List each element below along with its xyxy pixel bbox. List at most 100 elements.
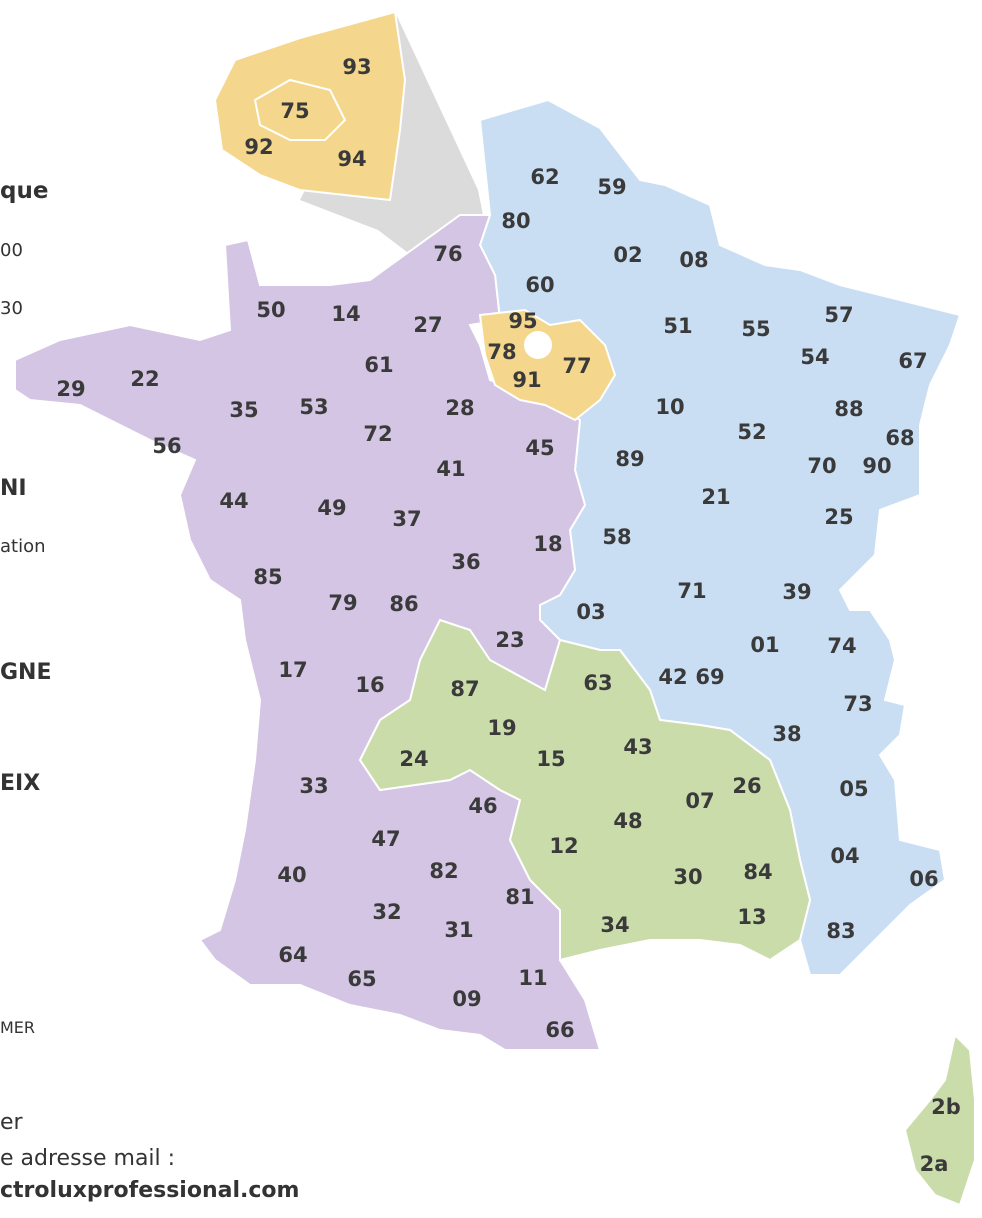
- dept-label[interactable]: 69: [695, 665, 724, 689]
- dept-label[interactable]: 63: [583, 671, 612, 695]
- dept-label[interactable]: 22: [130, 367, 159, 391]
- dept-label[interactable]: 51: [663, 314, 692, 338]
- dept-label[interactable]: 19: [487, 716, 516, 740]
- dept-label[interactable]: 08: [679, 248, 708, 272]
- dept-label[interactable]: 26: [732, 774, 761, 798]
- dept-label[interactable]: 49: [317, 496, 346, 520]
- dept-label[interactable]: 34: [600, 913, 629, 937]
- dept-label[interactable]: 64: [278, 943, 307, 967]
- dept-label[interactable]: 82: [429, 859, 458, 883]
- dept-label[interactable]: 94: [337, 147, 366, 171]
- dept-label[interactable]: 41: [436, 457, 465, 481]
- dept-label[interactable]: 11: [518, 966, 547, 990]
- dept-label[interactable]: 66: [545, 1018, 574, 1042]
- dept-label[interactable]: 50: [256, 298, 285, 322]
- dept-label[interactable]: 29: [56, 377, 85, 401]
- dept-label[interactable]: 25: [824, 505, 853, 529]
- dept-label[interactable]: 60: [525, 273, 554, 297]
- dept-label[interactable]: 68: [885, 426, 914, 450]
- dept-label[interactable]: 23: [495, 628, 524, 652]
- dept-label[interactable]: 85: [253, 565, 282, 589]
- region-south-central: [358, 618, 812, 962]
- dept-label[interactable]: 79: [328, 591, 357, 615]
- dept-label[interactable]: 71: [677, 579, 706, 603]
- dept-label[interactable]: 45: [525, 436, 554, 460]
- dept-label[interactable]: 12: [549, 834, 578, 858]
- dept-label[interactable]: 87: [450, 677, 479, 701]
- dept-label[interactable]: 28: [445, 396, 474, 420]
- dept-label[interactable]: 53: [299, 395, 328, 419]
- dept-label[interactable]: 33: [299, 774, 328, 798]
- dept-label[interactable]: 62: [530, 165, 559, 189]
- dept-label[interactable]: 32: [372, 900, 401, 924]
- dept-label[interactable]: 59: [597, 175, 626, 199]
- dept-label[interactable]: 57: [824, 303, 853, 327]
- dept-label[interactable]: 74: [827, 634, 856, 658]
- dept-label[interactable]: 65: [347, 967, 376, 991]
- dept-label[interactable]: 05: [839, 777, 868, 801]
- dept-label[interactable]: 73: [843, 692, 872, 716]
- dept-label[interactable]: 16: [355, 673, 384, 697]
- sidebar-phone-2: 30: [0, 298, 23, 319]
- dept-label[interactable]: 40: [277, 863, 306, 887]
- dept-label[interactable]: 47: [371, 827, 400, 851]
- dept-label[interactable]: 43: [623, 735, 652, 759]
- dept-label[interactable]: 02: [613, 243, 642, 267]
- dept-label[interactable]: 07: [685, 789, 714, 813]
- dept-label[interactable]: 13: [737, 905, 766, 929]
- dept-label[interactable]: 15: [536, 747, 565, 771]
- dept-label[interactable]: 56: [152, 434, 181, 458]
- dept-label[interactable]: 46: [468, 794, 497, 818]
- dept-label[interactable]: 90: [862, 454, 891, 478]
- dept-label[interactable]: 36: [451, 550, 480, 574]
- dept-label[interactable]: 89: [615, 447, 644, 471]
- dept-label[interactable]: 58: [602, 525, 631, 549]
- dept-label[interactable]: 04: [830, 844, 859, 868]
- dept-label[interactable]: 10: [655, 395, 684, 419]
- dept-label[interactable]: 39: [782, 580, 811, 604]
- dept-label[interactable]: 30: [673, 865, 702, 889]
- dept-label[interactable]: 14: [331, 302, 360, 326]
- dept-label[interactable]: 2a: [920, 1152, 949, 1176]
- dept-label[interactable]: 18: [533, 532, 562, 556]
- dept-label[interactable]: 81: [505, 885, 534, 909]
- dept-label[interactable]: 93: [342, 55, 371, 79]
- dept-label[interactable]: 72: [363, 422, 392, 446]
- dept-label[interactable]: 37: [392, 507, 421, 531]
- paris-inset-inner-border: [253, 78, 347, 141]
- dept-label[interactable]: 35: [229, 398, 258, 422]
- contact-email[interactable]: ctroluxprofessional.com: [0, 1178, 300, 1203]
- dept-label[interactable]: 83: [826, 919, 855, 943]
- dept-label[interactable]: 54: [800, 345, 829, 369]
- dept-label[interactable]: 01: [750, 633, 779, 657]
- dept-label[interactable]: 67: [898, 349, 927, 373]
- dept-label[interactable]: 70: [807, 454, 836, 478]
- dept-label[interactable]: 55: [741, 317, 770, 341]
- dept-label[interactable]: 95: [508, 309, 537, 333]
- dept-label[interactable]: 77: [562, 354, 591, 378]
- dept-label[interactable]: 76: [433, 242, 462, 266]
- dept-label[interactable]: 52: [737, 420, 766, 444]
- dept-label[interactable]: 38: [772, 722, 801, 746]
- dept-label[interactable]: 91: [512, 368, 541, 392]
- dept-label[interactable]: 24: [399, 747, 428, 771]
- dept-label[interactable]: 88: [834, 397, 863, 421]
- dept-label[interactable]: 44: [219, 489, 248, 513]
- dept-label[interactable]: 17: [278, 658, 307, 682]
- dept-label[interactable]: 86: [389, 592, 418, 616]
- dept-label[interactable]: 84: [743, 860, 772, 884]
- dept-label[interactable]: 80: [501, 209, 530, 233]
- dept-label[interactable]: 92: [244, 135, 273, 159]
- dept-label[interactable]: 21: [701, 485, 730, 509]
- dept-label[interactable]: 09: [452, 987, 481, 1011]
- dept-label[interactable]: 27: [413, 313, 442, 337]
- dept-label[interactable]: 61: [364, 353, 393, 377]
- dept-label[interactable]: 06: [909, 867, 938, 891]
- dept-label[interactable]: 2b: [931, 1095, 961, 1119]
- dept-label[interactable]: 48: [613, 809, 642, 833]
- dept-label[interactable]: 78: [487, 340, 516, 364]
- dept-label[interactable]: 42: [658, 665, 687, 689]
- dept-label[interactable]: 75: [280, 99, 309, 123]
- dept-label[interactable]: 03: [576, 600, 605, 624]
- dept-label[interactable]: 31: [444, 918, 473, 942]
